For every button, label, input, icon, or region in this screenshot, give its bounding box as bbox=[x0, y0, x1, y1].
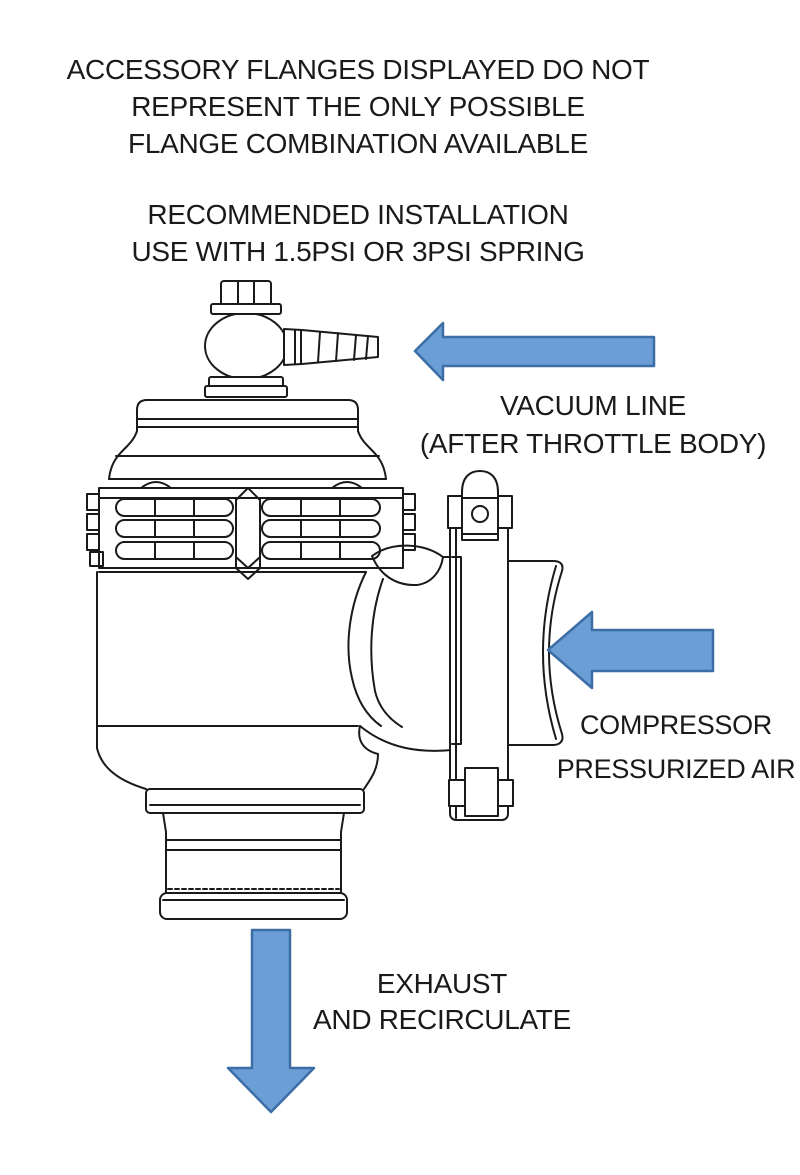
disclaimer-line-3: FLANGE COMBINATION AVAILABLE bbox=[128, 128, 588, 159]
recommendation-line-2: USE WITH 1.5PSI OR 3PSI SPRING bbox=[131, 236, 585, 267]
disclaimer-line-1: ACCESSORY FLANGES DISPLAYED DO NOT bbox=[66, 54, 650, 85]
ring-fins bbox=[115, 498, 381, 560]
fitting-ball bbox=[204, 312, 288, 380]
tube-bead bbox=[159, 892, 348, 920]
ring-left-tabs bbox=[86, 493, 104, 567]
hex-bolt-facets bbox=[237, 281, 255, 306]
valve-body bbox=[96, 544, 453, 790]
recommendation-line-1: RECOMMENDED INSTALLATION bbox=[147, 199, 569, 230]
compressor-label-line-1: COMPRESSOR bbox=[579, 710, 773, 740]
body-bell-curves bbox=[96, 725, 379, 790]
tube-lines bbox=[165, 839, 342, 851]
compressor-label-line-2: PRESSURIZED AIR bbox=[556, 754, 796, 784]
outlet-upper-leaf bbox=[371, 544, 444, 587]
hose-arc-inner bbox=[542, 565, 557, 740]
clamp-bottom-block bbox=[464, 767, 499, 817]
clamp-lug-lines bbox=[461, 497, 499, 535]
recommendation-note: RECOMMENDED INSTALLATION USE WITH 1.5PSI… bbox=[0, 196, 716, 270]
body-edges bbox=[96, 571, 367, 749]
outlet-tube bbox=[159, 812, 348, 920]
hose-barb-nipple bbox=[283, 328, 379, 366]
hose-top-edge bbox=[507, 560, 564, 572]
cap-band-lines bbox=[136, 418, 359, 428]
clamp-bolt-hole bbox=[471, 505, 489, 523]
disclaimer-note: ACCESSORY FLANGES DISPLAYED DO NOT REPRE… bbox=[0, 51, 716, 162]
ring-center-post bbox=[235, 487, 261, 580]
ring-outline bbox=[98, 487, 404, 569]
outlet-bottom-edge bbox=[359, 725, 453, 752]
clamp-ear-br bbox=[496, 779, 514, 807]
valve-cap bbox=[108, 399, 387, 489]
bottom-flange bbox=[145, 788, 365, 814]
flow-arrows bbox=[226, 321, 715, 1114]
ring-right-tabs bbox=[402, 493, 416, 551]
compressor-left-arrow-icon bbox=[546, 610, 715, 690]
vacuum-line-label: VACUUM LINE (AFTER THROTTLE BODY) bbox=[393, 387, 793, 463]
hex-bolt bbox=[220, 280, 272, 307]
vacuum-left-arrow-icon bbox=[413, 321, 656, 382]
vacuum-label-line-1: VACUUM LINE bbox=[500, 390, 686, 421]
tube-sides bbox=[162, 812, 345, 894]
vacuum-label-line-2: (AFTER THROTTLE BODY) bbox=[419, 428, 767, 459]
exhaust-down-arrow-icon bbox=[226, 928, 316, 1114]
cap-band bbox=[136, 399, 359, 432]
cap-bumps bbox=[140, 481, 363, 489]
compressor-air-label: COMPRESSOR PRESSURIZED AIR bbox=[496, 703, 800, 791]
clamp-ear-bl bbox=[448, 779, 466, 807]
body-outlet-blend bbox=[347, 571, 403, 728]
exhaust-label-line-1: EXHAUST bbox=[376, 968, 508, 999]
exhaust-label: EXHAUST AND RECIRCULATE bbox=[292, 966, 592, 1038]
clamp-lug-ear-left bbox=[447, 495, 464, 529]
bov-line-drawing bbox=[86, 280, 564, 920]
fin-ring bbox=[86, 487, 416, 580]
exhaust-label-line-2: AND RECIRCULATE bbox=[313, 1004, 571, 1035]
fitting-washer-top bbox=[210, 303, 282, 315]
v-band-clamp bbox=[447, 470, 514, 821]
fitting-base-disc bbox=[204, 385, 288, 398]
disclaimer-line-2: REPRESENT THE ONLY POSSIBLE bbox=[131, 91, 585, 122]
vacuum-fitting bbox=[204, 280, 379, 398]
clamp-band-lines bbox=[451, 499, 462, 819]
hose-bottom-edge bbox=[507, 733, 564, 746]
hose-barb-ridges bbox=[294, 329, 369, 365]
cap-flare-lines bbox=[108, 455, 387, 480]
